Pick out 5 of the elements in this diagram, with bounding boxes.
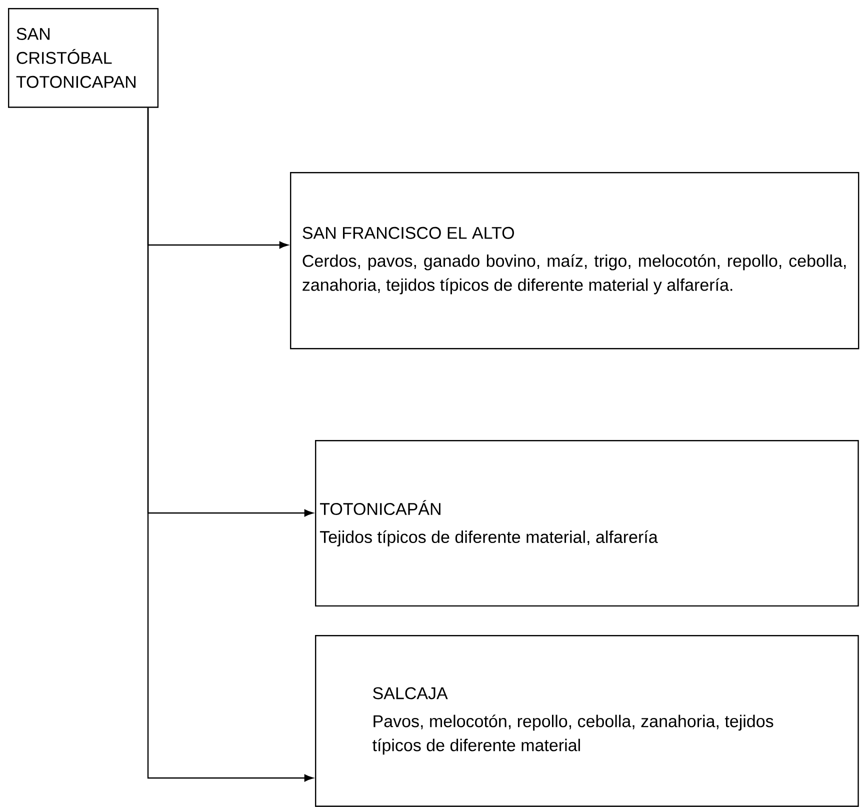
place-box: TOTONICAPÁN Tejidos típicos de diferente material, alfarería	[315, 440, 859, 607]
place-box: SAN CRISTÓBAL TOTONICAPAN	[8, 8, 159, 108]
place-box: SALCAJA Pavos, melocotón, repollo, cebolla, zanahoria, tejidos típicos de diferente material	[315, 635, 859, 807]
place-box: SAN FRANCISCO EL ALTO Cerdos, pavos, ganado bovino, maíz, trigo, melocotón, repollo, cebolla, zanahoria, tejidos típicos de diferente material y alfarería.	[290, 172, 860, 350]
arrow	[147, 108, 314, 782]
